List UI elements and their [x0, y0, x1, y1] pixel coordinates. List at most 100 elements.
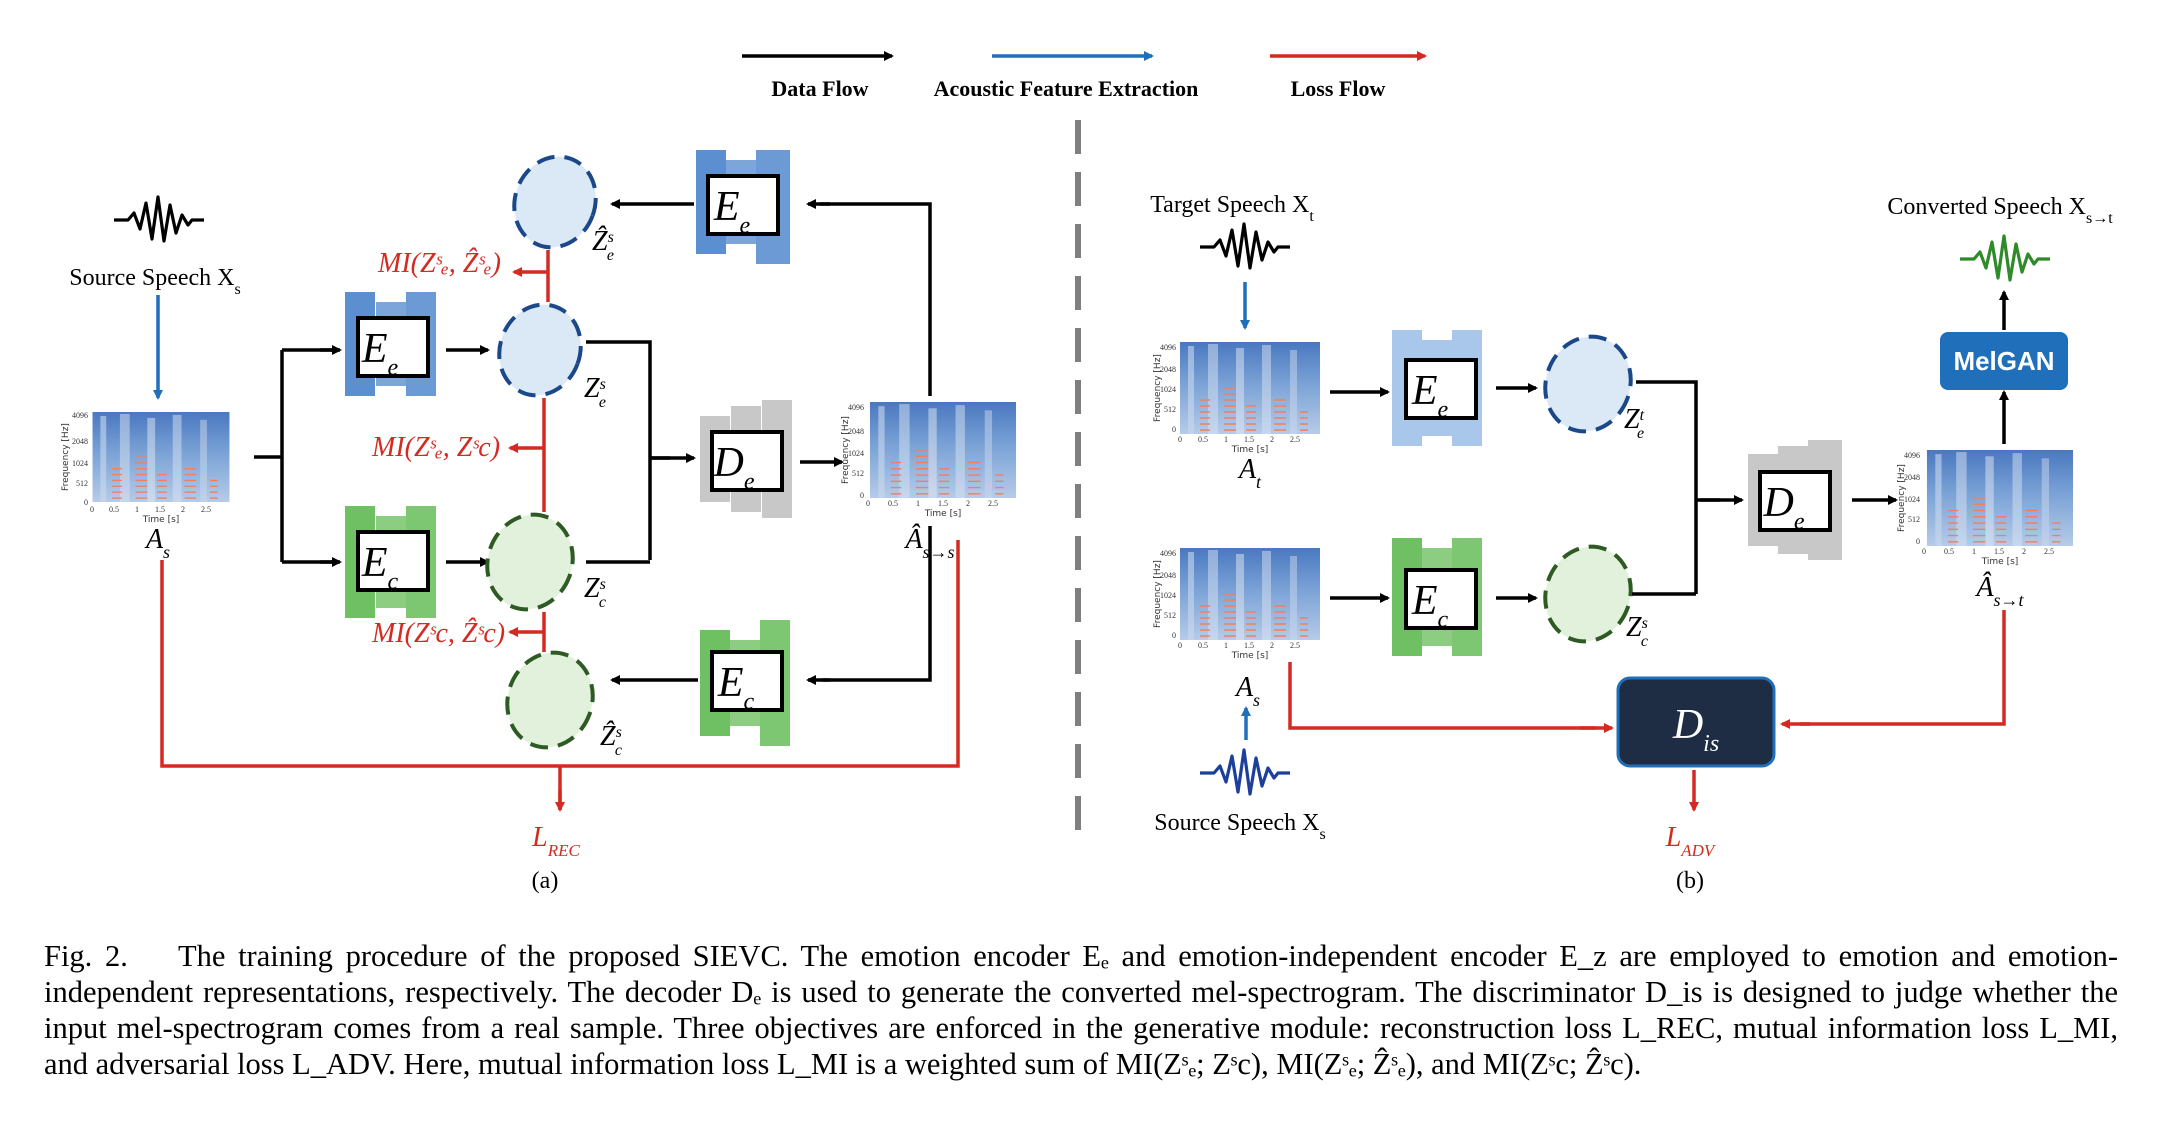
mi-label-2: MI(Zˢₑ, Zˢc) — [371, 432, 500, 463]
source-speech-label: Source Speech Xs — [69, 265, 241, 298]
discriminator-block: Dis — [1616, 676, 1776, 768]
svg-text:Ec: Ec — [717, 660, 755, 715]
svg-text:2048: 2048 — [72, 437, 88, 446]
svg-text:0: 0 — [1916, 537, 1920, 546]
svg-text:0: 0 — [1178, 641, 1182, 650]
content-encoder-a: Ec — [345, 506, 436, 618]
svg-text:1.5: 1.5 — [155, 505, 165, 514]
svg-text:4096: 4096 — [72, 411, 88, 420]
svg-text:2.5: 2.5 — [2044, 547, 2054, 556]
latent-zc-s — [1543, 544, 1633, 644]
svg-text:512: 512 — [1164, 611, 1176, 620]
svg-text:1024: 1024 — [1160, 385, 1176, 394]
svg-text:2.5: 2.5 — [1290, 435, 1300, 444]
svg-text:Ee: Ee — [361, 326, 399, 381]
svg-text:2.5: 2.5 — [988, 499, 998, 508]
svg-text:2: 2 — [1270, 435, 1274, 444]
svg-text:1.5: 1.5 — [1244, 435, 1254, 444]
svg-text:2.5: 2.5 — [1290, 641, 1300, 650]
svg-text:2: 2 — [966, 499, 970, 508]
svg-text:Ec: Ec — [1411, 578, 1449, 633]
svg-text:De: De — [1763, 480, 1805, 535]
mi-label-1: MI(Zˢₑ, Ẑˢₑ) — [377, 248, 501, 279]
source-waveform-b-icon — [1198, 748, 1292, 796]
legend-acoustic: Acoustic Feature Extraction — [934, 76, 1199, 101]
legend-data-flow: Data Flow — [771, 76, 868, 101]
svg-text:1024: 1024 — [848, 449, 864, 458]
svg-text:0: 0 — [1172, 631, 1176, 640]
svg-text:Time [s]: Time [s] — [1231, 445, 1269, 455]
svg-text:Dis: Dis — [1672, 702, 1719, 757]
svg-text:1: 1 — [1972, 547, 1976, 556]
svg-text:2.5: 2.5 — [201, 505, 211, 514]
legend-loss-flow: Loss Flow — [1291, 76, 1386, 101]
emotion-encoder-a-top: Ee — [696, 150, 790, 264]
svg-text:2048: 2048 — [1160, 571, 1176, 580]
svg-text:512: 512 — [76, 479, 88, 488]
legend: Data Flow Acoustic Feature Extraction Lo… — [742, 51, 1427, 101]
svg-text:0: 0 — [860, 491, 864, 500]
svg-text:512: 512 — [1908, 515, 1920, 524]
svg-text:De: De — [713, 440, 755, 495]
svg-text:0.5: 0.5 — [888, 499, 898, 508]
emotion-encoder-a: Ee — [345, 292, 436, 396]
content-encoder-b: Ec — [1392, 538, 1482, 656]
adv-path-converted — [1800, 610, 2006, 726]
svg-text:Frequency [Hz]: Frequency [Hz] — [61, 423, 71, 491]
flow-to-decoder-b — [1632, 380, 1720, 596]
panel-b-label: (b) — [1676, 868, 1704, 894]
svg-text:Time [s]: Time [s] — [1981, 557, 2019, 567]
latent-ze — [497, 302, 583, 398]
latent-ze-hat — [512, 154, 598, 250]
svg-text:4096: 4096 — [1160, 549, 1176, 558]
latent-zc-hat — [505, 650, 595, 750]
converted-speech-label: Converted Speech Xs→t — [1887, 194, 2113, 227]
svg-text:Time [s]: Time [s] — [1231, 651, 1269, 661]
svg-text:Ec: Ec — [361, 540, 399, 595]
svg-text:2: 2 — [2022, 547, 2026, 556]
melgan-label: MelGAN — [1953, 346, 2054, 376]
emotion-encoder-b: Ee — [1392, 330, 1482, 446]
svg-text:0: 0 — [1172, 425, 1176, 434]
converted-waveform-icon — [1958, 234, 2052, 282]
svg-text:Ee: Ee — [713, 184, 751, 239]
svg-text:2048: 2048 — [1160, 365, 1176, 374]
a-s-label: As — [144, 524, 170, 562]
svg-text:0: 0 — [1922, 547, 1926, 556]
a-s-b-label: As — [1234, 672, 1260, 710]
svg-text:2: 2 — [1270, 641, 1274, 650]
source-waveform-icon — [112, 195, 206, 243]
svg-text:0.5: 0.5 — [109, 505, 119, 514]
flow-input-split — [254, 348, 338, 564]
svg-text:0.5: 0.5 — [1198, 641, 1208, 650]
latent-zc — [485, 512, 575, 612]
svg-text:512: 512 — [852, 469, 864, 478]
panel-a-label: (a) — [532, 868, 559, 894]
svg-text:2048: 2048 — [848, 427, 864, 436]
a-t-label: At — [1237, 454, 1262, 492]
adv-path-source — [1288, 662, 1596, 730]
decoder-a: De — [700, 400, 792, 518]
svg-text:1: 1 — [916, 499, 920, 508]
melgan-block — [1940, 332, 2068, 390]
svg-text:0.5: 0.5 — [1198, 435, 1208, 444]
content-encoder-a-bottom: Ec — [700, 620, 790, 746]
decoder-b: De — [1748, 440, 1842, 560]
svg-text:Frequency [Hz]: Frequency [Hz] — [1153, 560, 1163, 628]
a-hat-b-label: Âs→t — [1974, 572, 2024, 610]
svg-text:1024: 1024 — [1160, 591, 1176, 600]
svg-text:4096: 4096 — [848, 403, 864, 412]
svg-text:1: 1 — [1224, 641, 1228, 650]
svg-text:0: 0 — [1178, 435, 1182, 444]
svg-text:Frequency [Hz]: Frequency [Hz] — [1153, 354, 1163, 422]
loss-adv: LADV — [1665, 822, 1717, 860]
